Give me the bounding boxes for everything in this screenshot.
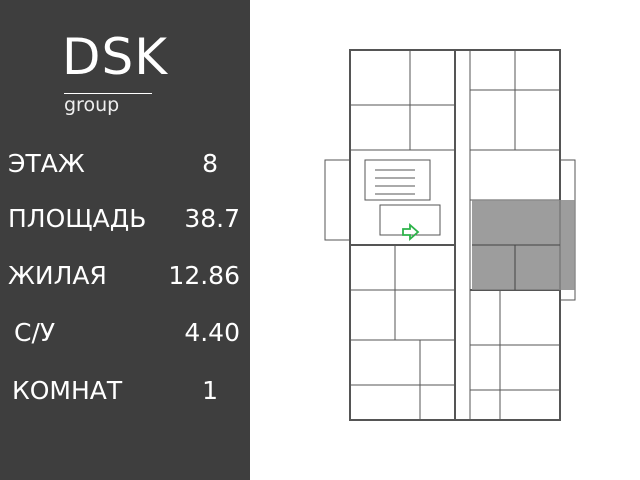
spec-rooms: КОМНАТ 1 [0, 372, 250, 412]
spec-label: ПЛОЩАДЬ [8, 204, 147, 233]
entrance-arrow-icon [402, 223, 420, 241]
spec-bathroom: С/У 4.40 [0, 314, 250, 354]
logo-sub: group [64, 94, 120, 116]
spec-label: ЖИЛАЯ [8, 261, 107, 290]
spec-label: ЭТАЖ [8, 149, 85, 178]
spec-label: КОМНАТ [12, 376, 123, 405]
spec-value: 4.40 [184, 318, 240, 347]
spec-area: ПЛОЩАДЬ 38.7 [0, 200, 250, 240]
spec-floor: ЭТАЖ 8 [0, 145, 250, 185]
spec-value: 1 [202, 376, 218, 405]
spec-value: 8 [202, 149, 218, 178]
spec-value: 12.86 [168, 261, 240, 290]
dsk-logo: DSK group [62, 28, 172, 116]
floor-plan [324, 49, 576, 421]
info-panel: DSK group ЭТАЖ 8 ПЛОЩАДЬ 38.7 ЖИЛАЯ 12.8… [0, 0, 250, 480]
selected-apartment[interactable] [472, 200, 575, 290]
logo-name: DSK [62, 28, 169, 86]
spec-value: 38.7 [184, 204, 240, 233]
logo-divider [64, 93, 152, 94]
spec-living-area: ЖИЛАЯ 12.86 [0, 257, 250, 297]
spec-label: С/У [14, 318, 56, 347]
